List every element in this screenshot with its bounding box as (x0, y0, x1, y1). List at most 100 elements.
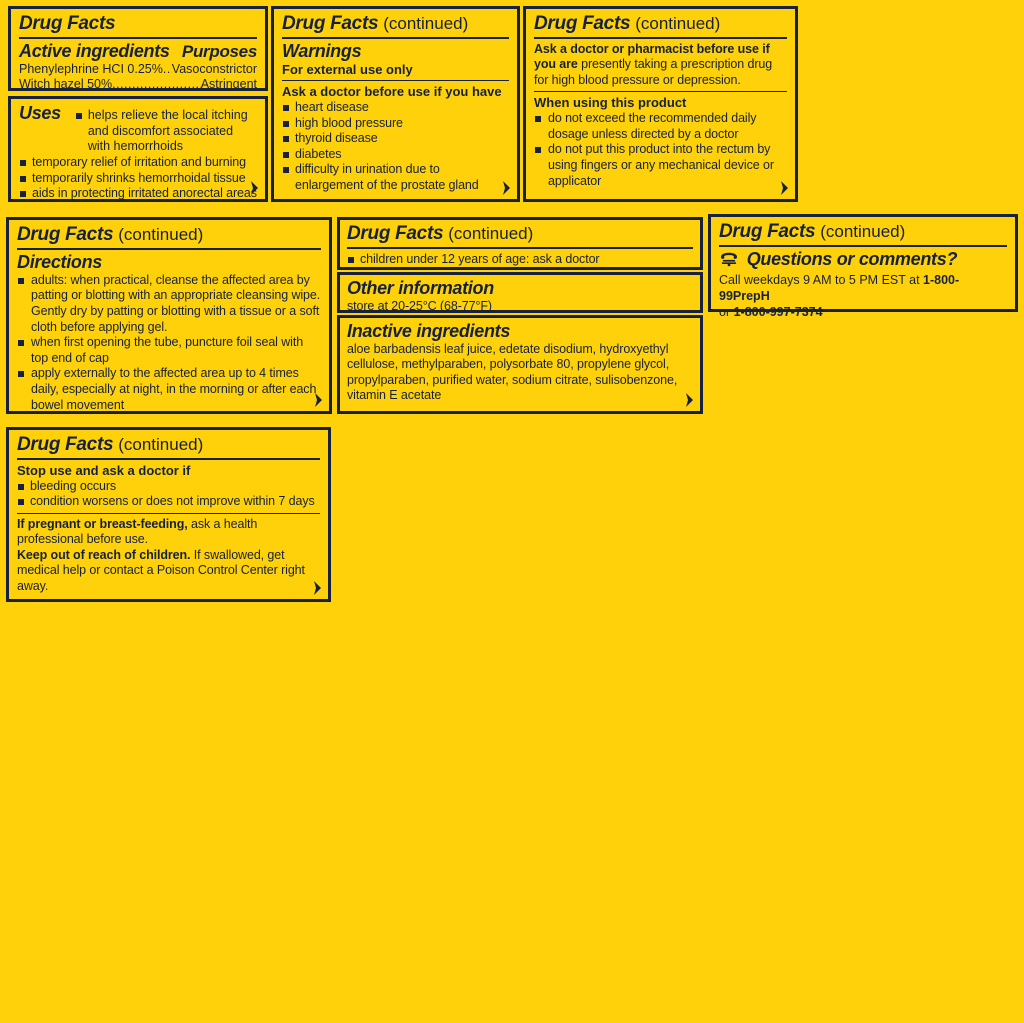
continued-label: (continued) (448, 224, 534, 243)
pregnancy-warning: If pregnant or breast-feeding, ask a hea… (17, 517, 320, 548)
divider (17, 512, 320, 514)
storage-text: store at 20-25°C (68-77°F) (347, 298, 492, 313)
stop-use-list: bleeding occurs condition worsens or doe… (17, 479, 320, 510)
questions-call-line-2: or 1-800-997-7374 (719, 304, 1007, 320)
inactive-ingredients-text: aloe barbadensis leaf juice, edetate dis… (347, 341, 678, 403)
ask-pharmacist-bold: Ask a doctor or pharmacist before use if… (534, 41, 770, 72)
panel-uses: Uses helps relieve the local itching and… (8, 96, 268, 202)
drug-facts-title: Drug Facts (282, 13, 379, 34)
panel-title: Drug Facts (19, 14, 257, 34)
active-ingredients-header: Active ingredients Purposes (19, 40, 257, 62)
continuation-arrow-icon (779, 181, 789, 195)
panel-directions: Drug Facts (continued) Directions adults… (6, 217, 332, 414)
list-item: when first opening the tube, puncture fo… (17, 335, 321, 366)
inactive-ingredients-label: Inactive ingredients (347, 321, 511, 341)
continued-label: (continued) (820, 222, 906, 241)
keep-out-of-reach-warning: Keep out of reach of children. If swallo… (17, 548, 320, 595)
purposes-label: Purposes (181, 41, 257, 61)
list-item: difficulty in urination due to enlargeme… (282, 162, 509, 193)
directions-list: adults: when practical, cleanse the affe… (17, 273, 321, 414)
leader-dots: ..... (162, 61, 172, 76)
panel-warnings: Drug Facts (continued) Warnings For exte… (271, 6, 520, 202)
ask-pharmacist-rest: presently taking a prescription drug for… (534, 57, 773, 87)
pregnancy-warning-bold: If pregnant or breast-feeding, (17, 516, 188, 531)
divider (534, 91, 787, 93)
uses-header-row: Uses helps relieve the local itching and… (19, 103, 257, 155)
active-ingredients-label: Active ingredients (19, 40, 170, 61)
ingredient-name: Phenylephrine HCI 0.25% (19, 61, 163, 76)
questions-label: Questions or comments? (746, 248, 958, 269)
panel-children-note: Drug Facts (continued) children under 12… (337, 217, 703, 270)
panel-title: Drug Facts (continued) (17, 225, 321, 245)
active-ingredient-row: Witch hazel 50% ........................… (19, 77, 257, 93)
call-prefix: Call weekdays 9 AM to 5 PM EST at (719, 272, 924, 287)
panel-title: Drug Facts (continued) (347, 224, 693, 244)
list-item: do not exceed the recommended daily dosa… (534, 111, 787, 142)
list-item: temporarily shrinks hemorrhoidal tissue (19, 171, 257, 187)
other-information-label: Other information (347, 278, 494, 298)
list-item: adults: when practical, cleanse the affe… (17, 273, 321, 336)
warnings-label: Warnings (282, 40, 362, 61)
divider (282, 36, 509, 39)
ask-doctor-heading: Ask a doctor before use if you have (282, 84, 502, 100)
list-item: children under 12 years of age: ask a do… (347, 252, 693, 268)
drug-facts-title: Drug Facts (719, 221, 816, 242)
uses-label: Uses (19, 103, 61, 123)
list-item: aids in protecting irritated anorectal a… (19, 186, 257, 202)
when-using-heading: When using this product (534, 95, 687, 111)
list-item: do not put this product into the rectum … (534, 142, 787, 189)
ingredient-purpose: Vasoconstrictor (171, 61, 257, 76)
phone-number: 1-800-99PrepH (719, 272, 960, 303)
stop-use-heading: Stop use and ask a doctor if (17, 462, 191, 478)
continued-label: (continued) (383, 14, 469, 33)
directions-label: Directions (17, 251, 103, 272)
panel-title: Drug Facts (continued) (282, 14, 509, 34)
questions-call-line-1: Call weekdays 9 AM to 5 PM EST at 1-800-… (719, 272, 1007, 305)
continued-label: (continued) (118, 225, 204, 244)
divider (719, 244, 1007, 247)
divider (534, 36, 787, 39)
uses-first-item: helps relieve the local itching and disc… (75, 108, 257, 155)
panel-title: Drug Facts (continued) (17, 435, 320, 455)
ingredient-purpose: Astringent (200, 77, 257, 92)
panel-stop-use: Drug Facts (continued) Stop use and ask … (6, 427, 331, 602)
panel-inactive-ingredients: Inactive ingredients aloe barbadensis le… (337, 315, 703, 414)
when-using-list: do not exceed the recommended daily dosa… (534, 111, 787, 189)
telephone-icon (719, 252, 739, 272)
list-item: high blood pressure (282, 116, 509, 132)
drug-facts-title: Drug Facts (19, 13, 116, 34)
phone-number: 1-800-997-7374 (733, 305, 823, 320)
leader-dots: ............................ (112, 77, 201, 92)
continuation-arrow-icon (313, 393, 323, 407)
continued-label: (continued) (118, 435, 204, 454)
or-prefix: or (719, 305, 734, 320)
divider (347, 246, 693, 249)
panel-active-ingredients: Drug Facts Active ingredients Purposes P… (8, 6, 268, 91)
divider (282, 80, 509, 82)
pregnancy-warning-rest: ask a health professional before use. (17, 516, 258, 547)
divider (17, 247, 321, 250)
continuation-arrow-icon (501, 181, 511, 195)
panel-questions-comments: Drug Facts (continued) Questions or comm… (708, 214, 1018, 319)
continuation-arrow-icon (684, 393, 694, 407)
list-item: temporary relief of irritation and burni… (19, 155, 257, 171)
list-item: condition worsens or does not improve wi… (17, 494, 320, 510)
active-ingredient-row: Phenylephrine HCI 0.25% ..... Vasoconstr… (19, 62, 257, 78)
panel-ask-pharmacist: Drug Facts (continued) Ask a doctor or p… (523, 6, 798, 202)
list-item: apply externally to the affected area up… (17, 366, 321, 413)
ask-doctor-list: heart disease high blood pressure thyroi… (282, 100, 509, 194)
panel-title: Drug Facts (continued) (719, 222, 1007, 242)
list-item: bleeding occurs (17, 479, 320, 495)
continuation-arrow-icon (312, 581, 322, 595)
ingredient-name: Witch hazel 50% (19, 77, 113, 92)
drug-facts-title: Drug Facts (17, 434, 114, 455)
list-item: diabetes (282, 147, 509, 163)
divider (19, 36, 257, 39)
ask-pharmacist-text: Ask a doctor or pharmacist before use if… (534, 42, 787, 89)
keep-out-of-reach-rest: If swallowed, get medical help or contac… (17, 547, 305, 593)
list-item: thyroid disease (282, 131, 509, 147)
list-item: heart disease (282, 100, 509, 116)
panel-other-information: Other information store at 20-25°C (68-7… (337, 272, 703, 313)
panel-title: Drug Facts (continued) (534, 14, 787, 34)
continuation-arrow-icon (249, 181, 259, 195)
